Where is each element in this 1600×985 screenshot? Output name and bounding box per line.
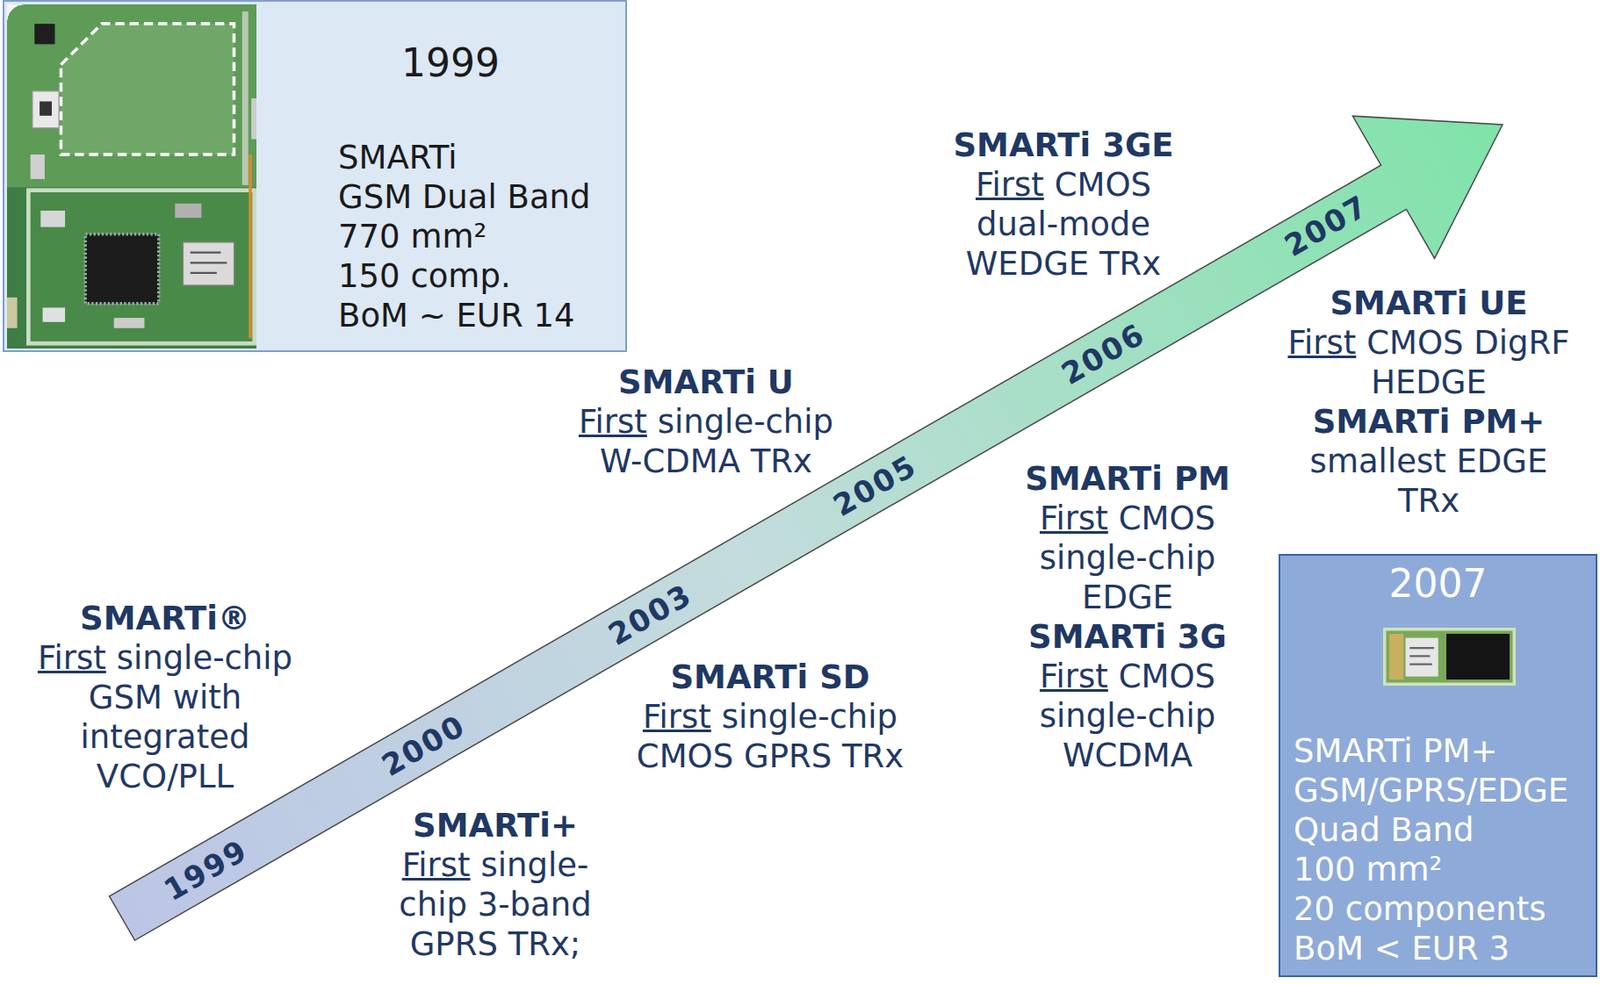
milestone-note: SMARTi UFirstsingle-chip W-CDMA TRx [561, 362, 851, 482]
spec-panel: 1999SMARTiGSM Dual Band770 mm²150 comp.B… [2, 0, 628, 353]
product-name: SMARTi UE [1280, 283, 1578, 324]
first-marker: First [975, 165, 1045, 204]
art-polygon [60, 23, 234, 155]
spec-line: Quad Band [1293, 810, 1569, 851]
product-name: SMARTi PM [1016, 459, 1240, 499]
product-note: smallest EDGE TRx [1280, 441, 1578, 521]
product-name: SMARTi+ [389, 806, 601, 846]
art-rect [34, 23, 55, 44]
product-name: SMARTi U [561, 362, 851, 403]
spec-list: SMARTi PM+GSM/GPRS/EDGEQuad Band100 mm²2… [1293, 731, 1569, 969]
milestone-note: SMARTi UEFirst CMOS DigRF HEDGESMARTi PM+… [1280, 283, 1578, 521]
product-description: FirstCMOS single-chip EDGE [1016, 498, 1240, 618]
product-name: SMARTi PM+ [1280, 402, 1578, 442]
art-rect [1389, 634, 1404, 680]
art-line [248, 154, 252, 339]
product-description: Firstsingle-chip 3-band GPRS TRx; [389, 845, 601, 965]
art-path [190, 252, 228, 274]
first-marker: First [1039, 499, 1109, 538]
art-path [1409, 648, 1435, 665]
art-rect [40, 210, 65, 228]
product-feature: single-chip GSM with integrated VCO/PLL [79, 639, 293, 796]
art-rect [7, 4, 257, 349]
spec-line: 150 comp. [338, 256, 591, 296]
art-rect [28, 190, 254, 344]
spec-line: GSM Dual Band [338, 177, 591, 217]
first-marker: First [578, 403, 648, 441]
first-marker: First [402, 846, 471, 885]
product-description: Firstsingle-chip W-CDMA TRx [561, 402, 851, 482]
art-rect [251, 98, 257, 140]
art-path [7, 4, 257, 188]
milestone-note: SMARTi 3GEFirstCMOS dual-mode WEDGE TRx [947, 125, 1181, 284]
art-rect [183, 242, 235, 286]
first-marker: First [642, 698, 712, 736]
art-rect [39, 101, 52, 116]
spec-panel: 2007SMARTi PM+GSM/GPRS/EDGEQuad Band100 … [1278, 554, 1598, 978]
art-rect [32, 91, 59, 129]
product-name: SMARTi 3G [1016, 617, 1240, 657]
art-rect [85, 234, 159, 304]
spec-line: BoM ~ EUR 14 [338, 295, 591, 336]
milestone-note: SMARTi SDFirstsingle-chip CMOS GPRS TRx [625, 657, 916, 777]
spec-line: GSM/GPRS/EDGE [1293, 771, 1569, 811]
product-description: Firstsingle-chip GSM with integrated VCO… [20, 638, 310, 797]
art-rect [114, 317, 145, 329]
art-rect [7, 297, 18, 329]
spec-line: 100 mm² [1293, 850, 1569, 890]
spec-line: 20 components [1293, 889, 1569, 930]
milestone-note: SMARTi+Firstsingle-chip 3-band GPRS TRx; [389, 806, 601, 965]
milestone-note: SMARTi PMFirstCMOS single-chip EDGESMART… [1016, 459, 1240, 776]
product-description: Firstsingle-chip CMOS GPRS TRx [625, 697, 916, 777]
spec-line: 770 mm² [338, 216, 591, 257]
product-description: FirstCMOS single-chip WCDMA [1016, 656, 1240, 776]
art-rect [242, 11, 249, 186]
art-rect [174, 203, 202, 218]
art-rect [1384, 629, 1515, 685]
product-feature: CMOS DigRF HEDGE [1366, 324, 1570, 402]
product-description: FirstCMOS dual-mode WEDGE TRx [947, 165, 1181, 284]
first-marker: First [1039, 657, 1109, 696]
spec-line: BoM < EUR 3 [1293, 929, 1569, 969]
product-name: SMARTi 3GE [947, 125, 1181, 166]
chip-photo [1383, 627, 1516, 686]
first-marker: First [1287, 324, 1356, 362]
art-rect [1446, 634, 1510, 680]
art-rect [43, 307, 66, 322]
spec-list: SMARTiGSM Dual Band770 mm²150 comp.BoM ~… [338, 137, 591, 336]
spec-line: SMARTi PM+ [1293, 731, 1569, 772]
milestone-note: SMARTi®Firstsingle-chip GSM with integra… [20, 598, 310, 797]
art-rect [1405, 638, 1439, 678]
year-heading: 1999 [362, 40, 539, 87]
spec-line: SMARTi [338, 137, 591, 178]
product-description: First CMOS DigRF HEDGE [1280, 323, 1578, 403]
year-heading: 2007 [1280, 561, 1596, 607]
art-path [7, 4, 257, 349]
pcb-photo [7, 4, 257, 349]
first-marker: First [37, 639, 107, 678]
art-rect [30, 154, 45, 180]
product-name: SMARTi® [20, 598, 310, 639]
product-name: SMARTi SD [625, 657, 916, 698]
